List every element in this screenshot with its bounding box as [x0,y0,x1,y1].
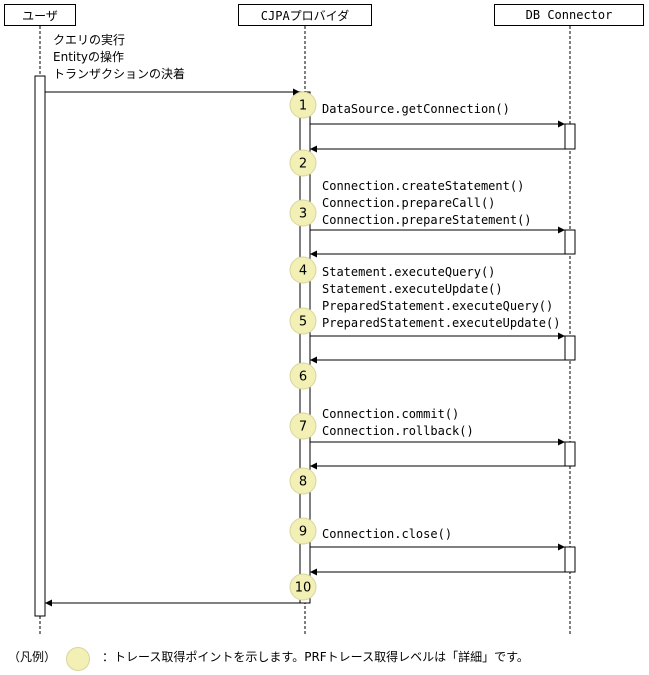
user-request-line-1: クエリの実行 [53,33,126,47]
trace-point-3 [289,199,317,227]
user-request-line-2: Entityの操作 [53,50,125,64]
activation-db-1 [564,123,576,150]
trace-point-8 [289,467,317,495]
trace-point-5 [289,307,317,335]
trace-point-label-4: 4 [299,264,307,279]
trace-point-label-3: 3 [299,207,307,222]
trace-point-1 [289,91,317,119]
activation-db-4 [564,441,576,467]
trace-point-label-10: 10 [295,581,312,596]
call-2-line-2: Connection.prepareCall() [322,196,496,210]
trace-point-6 [289,362,317,390]
trace-point-2 [289,149,317,177]
activation-db-2 [564,229,576,255]
trace-point-label-5: 5 [299,315,307,330]
trace-point-label-2: 2 [299,157,307,172]
trace-point-7 [289,412,317,440]
activation-db-3 [564,335,576,361]
trace-point-9 [289,517,317,545]
call-5-line-1: Connection.close() [322,527,453,541]
call-3-line-4: PreparedStatement.executeUpdate() [322,316,561,330]
trace-point-label-7: 7 [299,420,307,435]
trace-point-label-6: 6 [299,370,307,385]
legend-prefix: （凡例） [8,650,57,664]
call-4-line-1: Connection.commit() [322,407,460,421]
call-1-line-1: DataSource.getConnection() [322,102,510,116]
call-2-line-1: Connection.createStatement() [322,179,525,193]
user-request-line-3: トランザクションの決着 [53,67,186,81]
participant-db-connector: DB Connector [494,4,644,26]
call-3-line-3: PreparedStatement.executeQuery() [322,299,554,313]
activation-user [34,75,46,617]
call-3-line-1: Statement.executeQuery() [322,265,496,279]
call-4-line-2: Connection.rollback() [322,424,474,438]
trace-point-label-8: 8 [299,475,307,490]
participant-cjpa-provider: CJPAプロバイダ [238,4,372,26]
trace-point-10 [289,573,317,601]
trace-point-label-9: 9 [299,525,307,540]
call-2-line-3: Connection.prepareStatement() [322,213,532,227]
legend-description: ：トレース取得ポイントを示します。PRFトレース取得レベルは「詳細」です。 [102,650,529,664]
call-3-line-2: Statement.executeUpdate() [322,282,503,296]
activation-db-5 [564,546,576,573]
trace-point-label-1: 1 [299,99,307,114]
legend-trace-point-icon [66,647,90,671]
trace-point-4 [289,256,317,284]
activation-cjpa [299,91,311,604]
participant-user: ユーザ [4,4,76,26]
